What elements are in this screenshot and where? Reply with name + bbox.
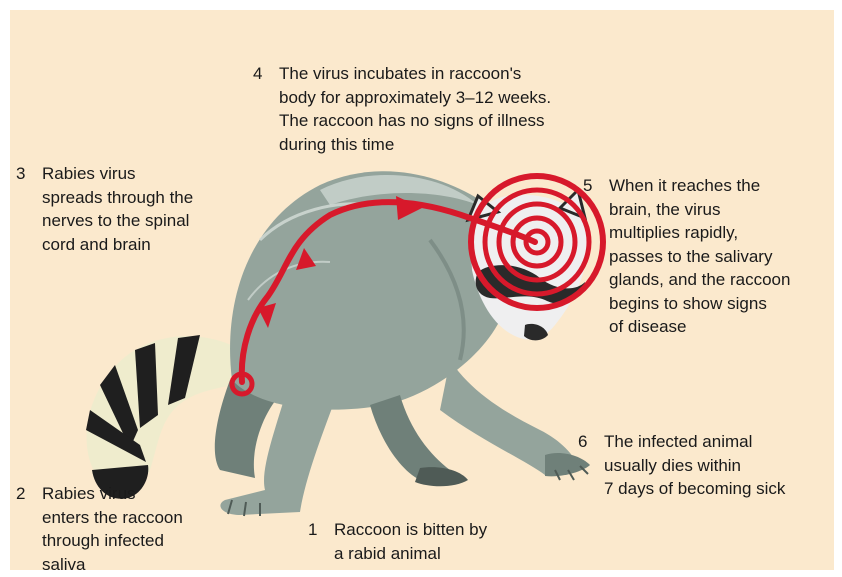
step-number: 3 — [16, 162, 42, 256]
step-4-label: 4 The virus incubates in raccoon's body … — [253, 62, 551, 156]
step-text: The infected animal usually dies within … — [604, 430, 785, 501]
step-6-label: 6 The infected animal usually dies withi… — [578, 430, 785, 501]
step-3-label: 3 Rabies virus spreads through the nerve… — [16, 162, 193, 256]
step-2-label: 2 Rabies virus enters the raccoon throug… — [16, 482, 183, 576]
step-number: 4 — [253, 62, 279, 156]
step-number: 1 — [308, 518, 334, 565]
step-text: The virus incubates in raccoon's body fo… — [279, 62, 551, 156]
step-text: Rabies virus enters the raccoon through … — [42, 482, 183, 576]
step-5-label: 5 When it reaches the brain, the virus m… — [583, 174, 790, 339]
step-number: 5 — [583, 174, 609, 339]
step-text: When it reaches the brain, the virus mul… — [609, 174, 790, 339]
step-1-label: 1 Raccoon is bitten by a rabid animal — [308, 518, 487, 565]
step-text: Raccoon is bitten by a rabid animal — [334, 518, 487, 565]
step-number: 6 — [578, 430, 604, 501]
step-text: Rabies virus spreads through the nerves … — [42, 162, 193, 256]
step-number: 2 — [16, 482, 42, 576]
